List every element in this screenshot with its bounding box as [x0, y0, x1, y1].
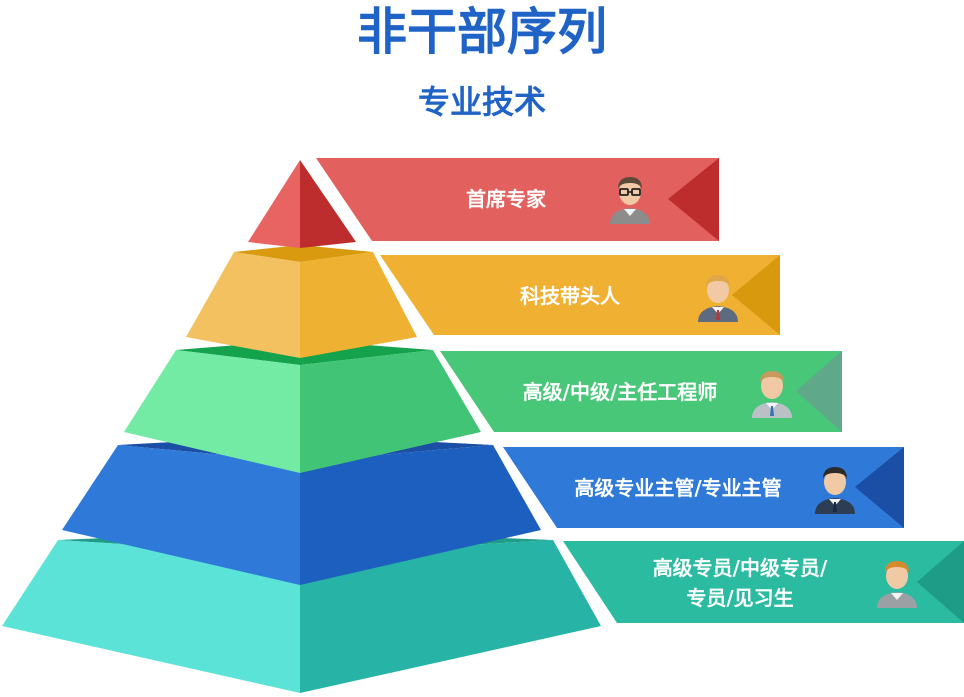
tier-5-ribbon-shape	[563, 541, 964, 623]
person-icon	[752, 371, 792, 418]
tier-5-ribbon: 高级专员/中级专员/ 专员/见习生	[563, 541, 964, 623]
tier-4-ribbon: 高级专业主管/专业主管	[503, 447, 904, 528]
page-title: 非干部序列	[357, 3, 607, 61]
tier-2-ribbon-shape	[380, 255, 780, 335]
tier-5-label-line-1: 高级专员/中级专员/	[652, 556, 828, 580]
page-subtitle: 专业技术	[417, 83, 546, 121]
tier-2-ribbon: 科技带头人	[380, 255, 780, 335]
pyramid-tier-2	[186, 245, 417, 358]
pyramid-tier-1	[248, 160, 356, 248]
tier-3-ribbon: 高级/中级/主任工程师	[440, 351, 842, 432]
tier-3-ribbon-shape	[440, 351, 842, 432]
tier-4-ribbon-shape	[503, 447, 904, 528]
tier-1-label: 首席专家	[466, 187, 546, 211]
tier-1-ribbon: 首席专家	[316, 158, 719, 241]
tier-5-label-line-2: 专员/见习生	[686, 586, 794, 610]
tier-2-label: 科技带头人	[520, 284, 620, 308]
person-icon	[877, 561, 917, 608]
person-icon	[815, 467, 855, 514]
person-icon	[698, 275, 738, 322]
tier-3-label: 高级/中级/主任工程师	[522, 380, 718, 404]
person-glasses-icon	[610, 177, 650, 224]
tier-4-label: 高级专业主管/专业主管	[574, 476, 782, 500]
